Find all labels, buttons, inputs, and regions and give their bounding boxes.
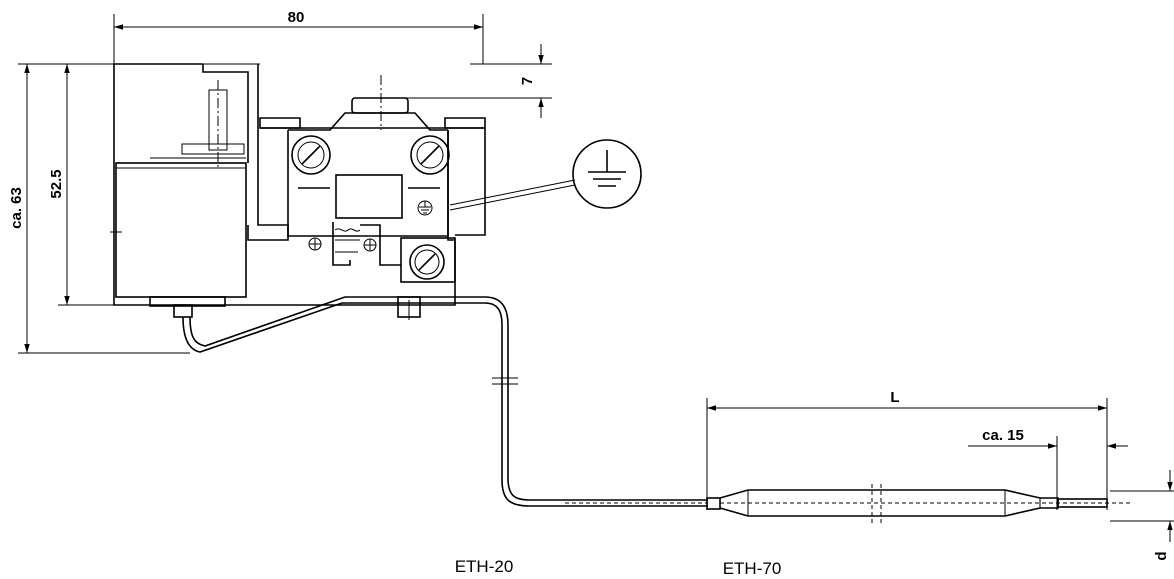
sensor-bulb (706, 484, 1130, 524)
dim-label-d: d (1153, 551, 1170, 560)
dim-label-ca63: ca. 63 (8, 187, 25, 229)
dimension-lines (18, 14, 1174, 542)
caption-eth-20: ETH-20 (455, 557, 514, 576)
dim-label-7: 7 (519, 77, 536, 85)
screw-right-icon (410, 135, 450, 175)
thermostat-body (110, 63, 486, 320)
terminal-screw-icon (400, 237, 456, 283)
ground-symbol-callout (449, 179, 576, 211)
dim-label-L: L (890, 389, 899, 406)
capillary-tube (182, 296, 708, 507)
caption-eth-70: ETH-70 (723, 559, 782, 578)
dim-label-ca15: ca. 15 (982, 427, 1024, 444)
screw-left-icon (291, 135, 331, 175)
dim-label-52-5: 52.5 (48, 169, 65, 198)
ground-terminal-icon (417, 200, 433, 216)
ground-symbol-icon (572, 139, 642, 209)
dim-label-80: 80 (288, 9, 305, 26)
